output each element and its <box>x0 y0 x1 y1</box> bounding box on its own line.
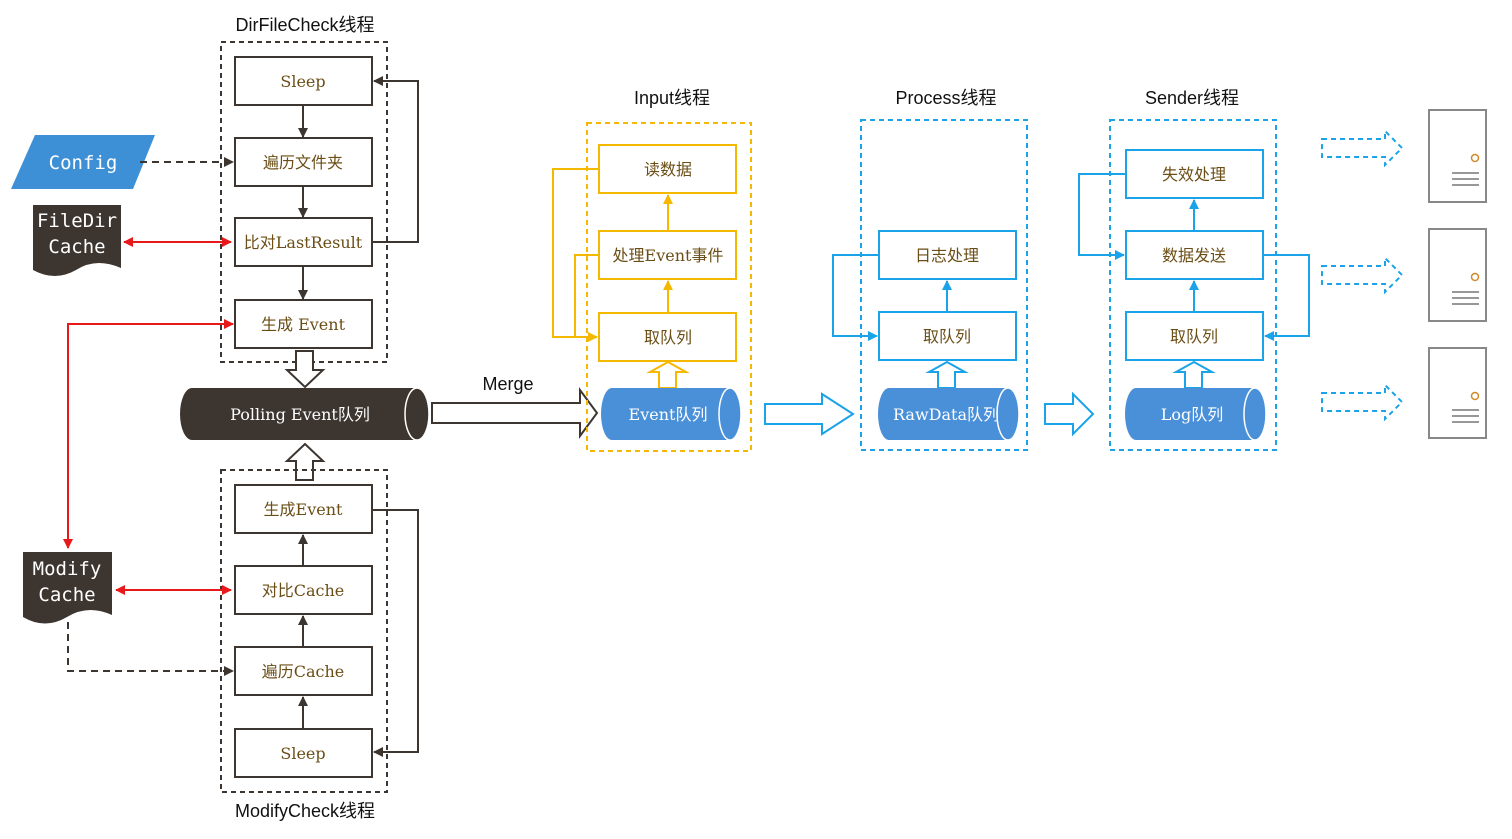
arrow-loop-to-sleep <box>372 509 419 757</box>
sender-step-data-send[interactable]: 数据发送 <box>1125 230 1264 280</box>
dirfilecheck-step-generate-event[interactable]: 生成 Event <box>234 299 373 349</box>
modify-cache-label-line1: Modify <box>33 558 102 580</box>
dashed-arrow-to-server-1 <box>1321 128 1404 168</box>
modifycheck-step-sleep[interactable]: Sleep <box>234 728 373 778</box>
polling-queue-label: Polling Event队列 <box>230 405 370 424</box>
step-label: Sleep <box>280 744 325 763</box>
step-label: 生成Event <box>264 500 343 519</box>
dashed-arrow-to-server-3 <box>1321 382 1404 422</box>
step-label: 处理Event事件 <box>613 246 724 265</box>
step-label: 比对LastResult <box>244 233 363 252</box>
hollow-arrow-up-to-queue <box>284 442 326 481</box>
step-label: 取队列 <box>1170 327 1218 346</box>
hollow-arrow-down-to-queue <box>284 350 326 389</box>
step-label: 读数据 <box>644 160 692 179</box>
input-thread-frame <box>586 122 752 452</box>
sender-thread-frame <box>1109 119 1277 451</box>
step-label: 数据发送 <box>1162 246 1226 265</box>
sender-step-take-queue[interactable]: 取队列 <box>1125 311 1264 361</box>
process-heading: Process线程 <box>895 88 996 108</box>
server-icon[interactable] <box>1428 109 1487 203</box>
modifycheck-step-generate-event[interactable]: 生成Event <box>234 484 373 534</box>
arrow-log-loop-to-take <box>832 254 879 341</box>
arrow-handle-loop-to-take <box>574 254 599 337</box>
dashed-arrow-to-server-2 <box>1321 255 1404 295</box>
filedir-cache-label-line2: Cache <box>48 236 105 258</box>
dirfilecheck-step-traverse-folder[interactable]: 遍历文件夹 <box>234 137 373 187</box>
step-label: 取队列 <box>644 328 692 347</box>
filedir-cache-node[interactable]: FileDir Cache <box>33 205 121 276</box>
sender-step-failure-handling[interactable]: 失效处理 <box>1125 149 1264 199</box>
server-icon[interactable] <box>1428 228 1487 322</box>
step-label: 遍历文件夹 <box>263 153 343 172</box>
event-queue[interactable]: Event队列 <box>601 387 742 441</box>
modifycheck-heading: ModifyCheck线程 <box>235 801 375 821</box>
hollow-arrow-log-queue-up <box>1172 360 1216 389</box>
rawdata-queue[interactable]: RawData队列 <box>878 387 1020 441</box>
sender-heading: Sender线程 <box>1145 88 1239 108</box>
config-node[interactable]: Config <box>11 135 155 189</box>
step-label: 日志处理 <box>915 246 979 265</box>
process-step-log-handling[interactable]: 日志处理 <box>878 230 1017 280</box>
rawdata-queue-label: RawData队列 <box>893 405 999 424</box>
arrow-send-loop-to-take <box>1263 254 1310 341</box>
step-label: 遍历Cache <box>262 662 345 681</box>
dirfilecheck-step-compare-lastresult[interactable]: 比对LastResult <box>234 217 373 267</box>
server-icon[interactable] <box>1428 347 1487 439</box>
log-queue[interactable]: Log队列 <box>1125 387 1267 441</box>
config-label: Config <box>49 152 118 174</box>
polling-event-queue[interactable]: Polling Event队列 <box>180 387 430 441</box>
modify-cache-node[interactable]: Modify Cache <box>23 552 112 624</box>
merge-label: Merge <box>482 374 533 394</box>
filedir-cache-label-line1: FileDir <box>37 210 117 232</box>
dirfilecheck-heading: DirFileCheck线程 <box>235 15 374 35</box>
merge-hollow-arrow <box>431 386 599 440</box>
hollow-arrow-input-to-process <box>764 392 855 436</box>
input-step-read-data[interactable]: 读数据 <box>598 144 737 194</box>
modify-cache-dashed-arrow <box>67 622 234 676</box>
process-step-take-queue[interactable]: 取队列 <box>878 311 1017 361</box>
log-queue-label: Log队列 <box>1161 405 1224 424</box>
dirfilecheck-step-sleep[interactable]: Sleep <box>234 56 373 106</box>
input-heading: Input线程 <box>634 88 710 108</box>
event-queue-label: Event队列 <box>629 405 708 424</box>
hollow-arrow-rawdata-queue-up <box>925 360 969 389</box>
modifycheck-thread-frame <box>220 469 388 793</box>
arrow-failure-loop-to-send <box>1078 173 1126 260</box>
input-step-take-queue[interactable]: 取队列 <box>598 312 737 362</box>
modifycheck-step-traverse-cache[interactable]: 遍历Cache <box>234 646 373 696</box>
step-label: 取队列 <box>923 327 971 346</box>
modifycheck-step-compare-cache[interactable]: 对比Cache <box>234 565 373 615</box>
process-thread-frame <box>860 119 1028 451</box>
hollow-arrow-event-queue-up <box>646 360 690 389</box>
arrow-loop-back-to-sleep <box>372 76 419 243</box>
step-label: 对比Cache <box>262 581 345 600</box>
modify-cache-label-line2: Cache <box>38 584 95 606</box>
step-label: Sleep <box>280 72 325 91</box>
hollow-arrow-process-to-sender <box>1044 391 1095 437</box>
input-step-handle-event[interactable]: 处理Event事件 <box>598 230 737 280</box>
step-label: 失效处理 <box>1162 165 1226 184</box>
step-label: 生成 Event <box>261 315 346 334</box>
generate-event-to-modify-cache-arrow <box>63 319 234 549</box>
